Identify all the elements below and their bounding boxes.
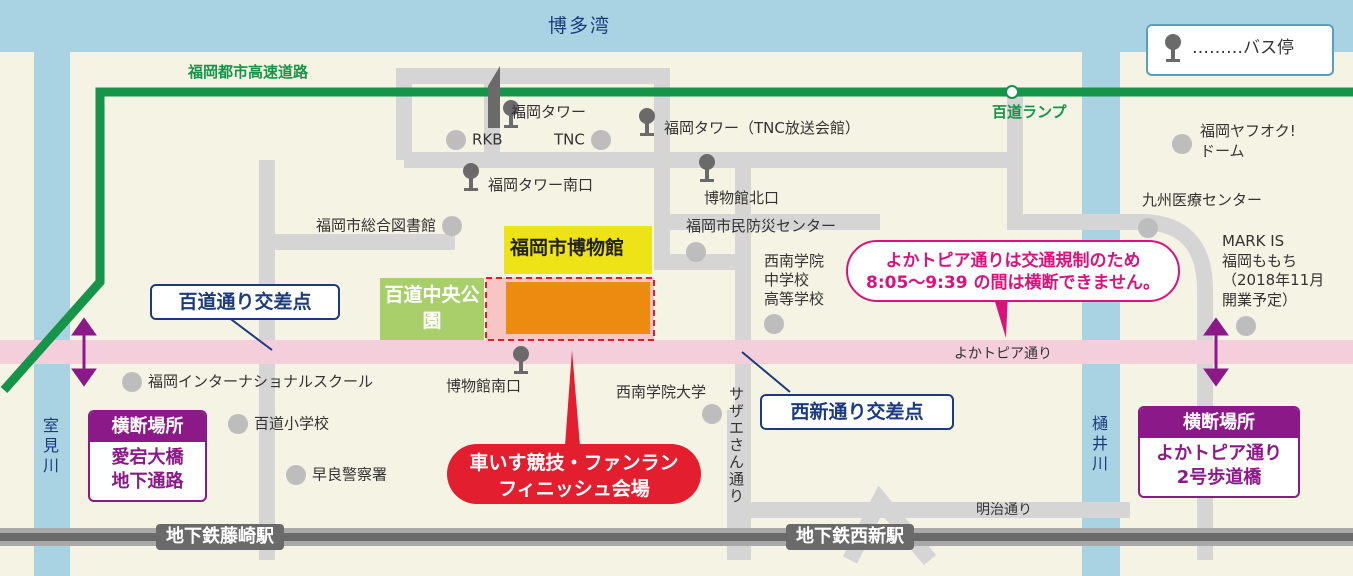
- landmark-label: 早良警察署: [312, 465, 388, 484]
- crossing-header: 横断場所: [1140, 408, 1298, 438]
- landmark-dot: [228, 414, 248, 434]
- landmark-dot: [686, 242, 706, 262]
- nishijin-intersection-pointer: [741, 351, 791, 393]
- landmark-intl-school: 福岡インターナショナルスクール: [122, 372, 373, 392]
- legend-box: ………バス停: [1146, 24, 1334, 76]
- landmark-dot: [764, 314, 784, 334]
- hii-river: [1082, 52, 1120, 576]
- expressway: [0, 87, 1353, 393]
- landmark-kyushu-med: 九州医療センター: [1142, 191, 1263, 209]
- landmark-dot: [1172, 134, 1192, 154]
- traffic-notice: よかトピア通りは交通規制のため 8:05〜9:39 の間は横断できません。: [846, 240, 1180, 302]
- landmark-momochi-elem: 百道小学校: [228, 414, 329, 434]
- landmark-dot: [442, 216, 463, 236]
- yokatopia-road-label: よかトピア通り: [954, 346, 1052, 362]
- muromi-river: [34, 52, 70, 576]
- landmark-dot: [1236, 316, 1256, 336]
- crossing-body: よかトピア通り 2号歩道橋: [1156, 443, 1282, 488]
- hii-river-label: 樋井川: [1092, 414, 1109, 473]
- notice-pointer: [992, 292, 1008, 338]
- bus-stop-tower-south: 福岡タワー南口: [488, 176, 594, 194]
- landmark-seinan-univ: 西南学院大学: [616, 383, 707, 401]
- bus-stop-icon: [502, 100, 520, 130]
- landmark-dome: 福岡ヤフオク! ドーム: [1200, 122, 1296, 160]
- landmark-label: RKB: [472, 130, 503, 149]
- bus-stop-icon: [1164, 34, 1182, 64]
- landmark-disaster-center: 福岡市民防災センター: [686, 217, 837, 235]
- park-block: [380, 278, 484, 340]
- sazae-road-label: サザエさん通り: [729, 385, 745, 505]
- ramp-label: 百道ランプ: [992, 103, 1067, 121]
- crossing-right: 横断場所 よかトピア通り 2号歩道橋: [1138, 406, 1300, 498]
- momochi-intersection-callout: 百道通り交差点: [150, 284, 340, 320]
- landmark-dot: [590, 130, 611, 150]
- landmark-dot: [1138, 218, 1158, 238]
- landmark-rkb: RKB: [446, 130, 503, 150]
- venue-pointer: [565, 350, 580, 446]
- hyakumichi-ramp-marker: [1005, 85, 1019, 99]
- muromi-river-label: 室見川: [43, 416, 60, 475]
- landmark-label: 福岡インターナショナルスクール: [148, 372, 374, 391]
- fukuoka-tower-icon: [488, 66, 500, 128]
- crossing-header: 横断場所: [90, 412, 205, 442]
- sea-label: 博多湾: [548, 15, 612, 37]
- station-nishijin: 地下鉄西新駅: [786, 524, 914, 550]
- subway-line: [0, 533, 1353, 541]
- venue-label: 車いす競技・ファンラン フィニッシュ会場: [447, 444, 701, 504]
- landmark-dot: [122, 372, 142, 392]
- crossing-arrows: [71, 317, 1229, 387]
- meiji-road-label: 明治通り: [976, 502, 1032, 518]
- park-label: 百道中央公園: [384, 284, 480, 332]
- legend-text: ………バス停: [1192, 38, 1294, 58]
- bus-stop-museum-south: 博物館南口: [446, 377, 522, 395]
- landmark-dot: [702, 404, 722, 424]
- landmark-label: TNC: [554, 130, 585, 149]
- nishijin-intersection-callout: 西新通り交差点: [760, 394, 954, 430]
- station-fujisaki: 地下鉄藤崎駅: [156, 524, 284, 550]
- bus-stop-icon: [512, 346, 530, 376]
- crossing-left: 横断場所 愛宕大橋 地下通路: [88, 410, 207, 502]
- expressway-label: 福岡都市高速道路: [188, 63, 309, 81]
- landmark-label: 百道小学校: [254, 414, 330, 433]
- museum-building: [506, 282, 650, 334]
- landmark-tnc: TNC: [554, 130, 611, 150]
- landmark-dot: [286, 465, 306, 485]
- landmark-seinan-jh: 西南学院 中学校 高等学校: [764, 252, 825, 308]
- bus-stop-tower-tnc: 福岡タワー（TNC放送会館）: [664, 119, 860, 137]
- bus-stop-icon: [462, 163, 480, 193]
- landmark-sawara-police: 早良警察署: [286, 465, 387, 485]
- bus-stop-icon: [638, 108, 656, 138]
- bus-stop-tower: 福岡タワー: [511, 103, 587, 121]
- landmark-markis: MARK IS 福岡ももち （2018年11月 開業予定）: [1222, 232, 1325, 309]
- landmark-label: 福岡市民防災センター: [686, 217, 837, 235]
- bus-stop-museum-north: 博物館北口: [704, 189, 780, 207]
- landmark-dot: [446, 130, 466, 150]
- crossing-body: 愛宕大橋 地下通路: [111, 447, 184, 492]
- landmark-library: 福岡市総合図書館: [316, 216, 463, 236]
- landmark-label: 福岡市総合図書館: [316, 216, 437, 235]
- museum-block: [504, 226, 652, 274]
- yokatopia-road: [0, 340, 1353, 364]
- museum-label: 福岡市博物館: [510, 237, 625, 259]
- bus-stop-icon: [698, 154, 716, 184]
